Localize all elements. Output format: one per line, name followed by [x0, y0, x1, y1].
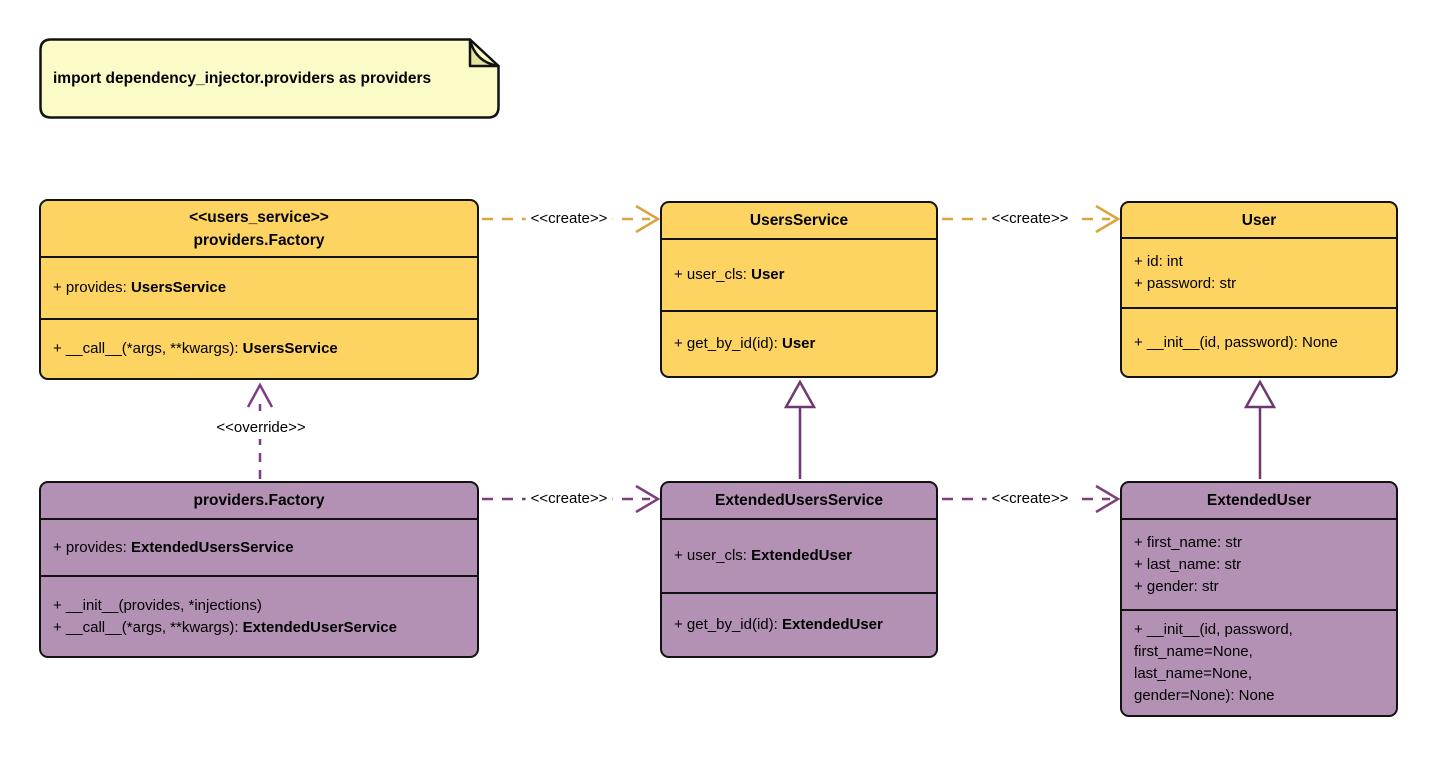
class-header: <<users_service>> providers.Factory: [41, 201, 477, 256]
class-stereotype: <<users_service>>: [189, 208, 329, 226]
member-line: + get_by_id(id): ExtendedUser: [674, 614, 924, 636]
class-name: providers.Factory: [193, 231, 325, 249]
member-text: gender=None): None: [1134, 687, 1275, 704]
member-line: + id: int: [1134, 251, 1384, 273]
class-name: providers.Factory: [193, 492, 325, 509]
class-name: UsersService: [749, 212, 849, 229]
edge-label-create: <<create>>: [986, 488, 1074, 510]
member-text: + user_cls:: [674, 547, 752, 564]
member-line: + __call__(*args, **kwargs): ExtendedUse…: [53, 617, 465, 639]
member-line: + password: str: [1134, 273, 1384, 295]
member-line: + user_cls: ExtendedUser: [674, 545, 924, 567]
edge-label-create: <<create>>: [525, 208, 613, 230]
member-line: + first_name: str: [1134, 532, 1384, 554]
member-line: + user_cls: User: [674, 264, 924, 286]
class-methods: + __init__(provides, *injections) + __ca…: [41, 575, 477, 656]
member-line: + gender: str: [1134, 576, 1384, 598]
edge-label-create: <<create>>: [986, 208, 1074, 230]
member-text: + __call__(*args, **kwargs):: [53, 340, 243, 357]
class-attributes: + id: int + password: str: [1122, 237, 1396, 307]
member-type: UsersService: [130, 279, 227, 296]
member-line: + __init__(provides, *injections): [53, 595, 465, 617]
edge-label-create: <<create>>: [525, 488, 613, 510]
member-line: first_name=None,: [1134, 641, 1384, 663]
class-header: UsersService: [662, 203, 936, 238]
member-text: last_name=None,: [1134, 665, 1252, 682]
member-text: + __init__(provides, *injections): [53, 596, 262, 614]
class-methods: + get_by_id(id): User: [662, 310, 936, 376]
class-attributes: + user_cls: ExtendedUser: [662, 518, 936, 592]
member-text: + provides:: [53, 538, 131, 556]
member-text: + id: int: [1134, 253, 1183, 270]
note-fold-icon: [468, 38, 500, 68]
class-name: User: [1241, 211, 1277, 229]
member-type: UsersService: [242, 340, 338, 357]
class-methods: + __init__(id, password, first_name=None…: [1122, 609, 1396, 715]
member-line: + __init__(id, password,: [1134, 619, 1384, 641]
member-text: + last_name: str: [1134, 555, 1242, 573]
class-box-users-service-factory: <<users_service>> providers.Factory + pr…: [39, 199, 479, 380]
note-shape: [39, 38, 500, 119]
member-line: last_name=None,: [1134, 663, 1384, 685]
class-attributes: + first_name: str + last_name: str + gen…: [1122, 518, 1396, 609]
member-text: + first_name: str: [1134, 533, 1242, 551]
class-box-extended-users-service: ExtendedUsersService + user_cls: Extende…: [660, 481, 938, 658]
class-header: User: [1122, 203, 1396, 237]
member-text: + user_cls:: [674, 266, 752, 283]
member-line: + last_name: str: [1134, 554, 1384, 576]
member-line: + get_by_id(id): User: [674, 333, 924, 355]
note: import dependency_injector.providers as …: [39, 38, 500, 119]
member-text: + __init__(id, password): None: [1134, 333, 1338, 351]
member-line: + provides: UsersService: [53, 277, 465, 299]
class-box-users-service: UsersService + user_cls: User + get_by_i…: [660, 201, 938, 378]
member-type: ExtendedUserService: [242, 618, 397, 636]
member-text: + password: str: [1134, 275, 1237, 292]
member-text: + gender: str: [1134, 577, 1219, 595]
member-line: + __call__(*args, **kwargs): UsersServic…: [53, 338, 465, 360]
member-line: + provides: ExtendedUsersService: [53, 537, 465, 559]
class-name: ExtendedUser: [1206, 492, 1312, 509]
class-header: ExtendedUsersService: [662, 483, 936, 518]
member-type: ExtendedUser: [751, 547, 852, 564]
inheritance-arrow-extendeduser: [1243, 379, 1277, 479]
class-header: providers.Factory: [41, 483, 477, 518]
note-text: import dependency_injector.providers as …: [53, 69, 432, 87]
edge-label-override: <<override>>: [211, 417, 311, 439]
class-attributes: + provides: UsersService: [41, 256, 477, 318]
class-methods: + __call__(*args, **kwargs): UsersServic…: [41, 318, 477, 378]
member-text: first_name=None,: [1134, 643, 1253, 660]
member-text: + get_by_id(id):: [674, 616, 782, 633]
member-line: + __init__(id, password): None: [1134, 332, 1384, 354]
member-text: + get_by_id(id):: [674, 335, 782, 352]
class-methods: + __init__(id, password): None: [1122, 307, 1396, 376]
class-header: ExtendedUser: [1122, 483, 1396, 518]
class-methods: + get_by_id(id): ExtendedUser: [662, 592, 936, 656]
member-text: + provides:: [53, 279, 131, 296]
class-box-extended-user: ExtendedUser + first_name: str + last_na…: [1120, 481, 1398, 717]
class-attributes: + user_cls: User: [662, 238, 936, 310]
member-text: + __init__(id, password,: [1134, 621, 1293, 638]
class-name: ExtendedUsersService: [714, 492, 883, 509]
member-text: + __call__(*args, **kwargs):: [53, 618, 243, 636]
member-line: gender=None): None: [1134, 685, 1384, 707]
inheritance-arrow-extendedusersservice: [783, 379, 817, 479]
member-type: User: [781, 335, 816, 352]
class-box-providers-factory-extended: providers.Factory + provides: ExtendedUs…: [39, 481, 479, 658]
member-type: User: [751, 266, 785, 283]
member-type: ExtendedUser: [781, 616, 883, 633]
member-type: ExtendedUsersService: [130, 538, 294, 556]
class-box-user: User + id: int + password: str + __init_…: [1120, 201, 1398, 378]
class-attributes: + provides: ExtendedUsersService: [41, 518, 477, 575]
